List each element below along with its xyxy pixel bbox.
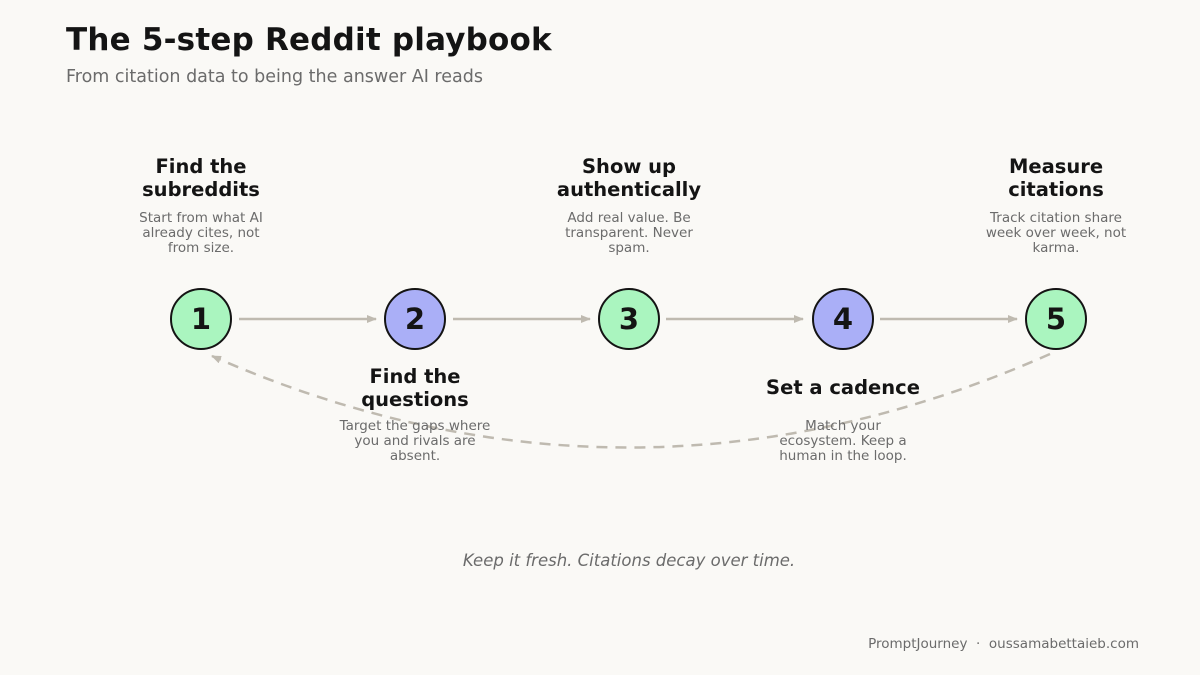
step-1-description: Start from what AI already cites, not fr… [139, 210, 263, 256]
step-3-title: Show up authentically [556, 155, 702, 201]
page-subtitle: From citation data to being the answer A… [66, 67, 483, 87]
step-4-circle [812, 288, 874, 350]
step-2-title: Find the questions [361, 365, 469, 411]
step-4-description: Match your ecosystem. Keep a human in th… [779, 418, 907, 464]
step-5-title: Measure citations [1008, 155, 1104, 201]
step-5-description: Track citation share week over week, not… [985, 210, 1127, 256]
step-3-circle [598, 288, 660, 350]
step-3-node: 3 [598, 288, 660, 350]
step-1-number: 1 [191, 302, 211, 336]
step-5-number: 5 [1046, 302, 1066, 336]
step-1-title: Find the subreddits [142, 155, 260, 201]
step-5-node: 5 [1025, 288, 1087, 350]
page-title: The 5-step Reddit playbook [66, 22, 552, 58]
tagline: Keep it fresh. Citations decay over time… [462, 551, 796, 570]
step-2-description: Target the gaps where you and rivals are… [339, 418, 491, 464]
step-4-title: Set a cadence [766, 376, 920, 399]
footer-credit: PromptJourney · oussamabettaieb.com [868, 636, 1139, 652]
step-1-node: 1 [170, 288, 232, 350]
step-2-circle [384, 288, 446, 350]
step-4-number: 4 [833, 302, 853, 336]
step-4-node: 4 [812, 288, 874, 350]
step-5-circle [1025, 288, 1087, 350]
step-2-node: 2 [384, 288, 446, 350]
step-2-number: 2 [405, 302, 425, 336]
step-3-description: Add real value. Be transparent. Never sp… [565, 210, 693, 256]
step-3-number: 3 [619, 302, 639, 336]
step-1-circle [170, 288, 232, 350]
